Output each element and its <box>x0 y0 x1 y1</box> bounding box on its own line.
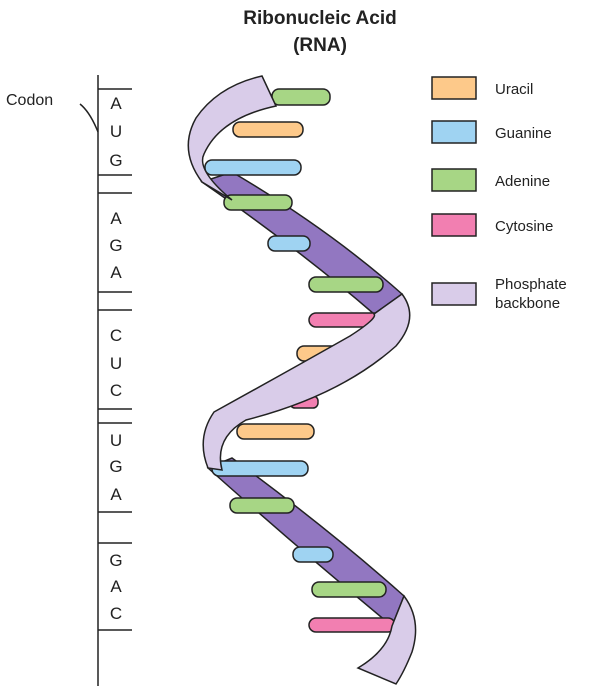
codon-letter: U <box>109 354 123 373</box>
adenine-base <box>308 276 384 293</box>
codon-pointer <box>79 103 99 133</box>
adenine-swatch <box>431 168 477 192</box>
guanine-base <box>292 546 334 563</box>
legend-label-phosphate: Phosphate <box>495 276 567 293</box>
cytosine-swatch <box>431 213 477 237</box>
uracil-swatch <box>431 76 477 100</box>
adenine-base <box>311 581 387 598</box>
codon-letter: U <box>109 431 123 450</box>
codon-letter: A <box>110 263 122 282</box>
legend-label-guanine: Guanine <box>495 125 552 142</box>
guanine-swatch <box>431 120 477 144</box>
codon-letter: C <box>109 381 123 400</box>
codon-ruler <box>79 75 132 686</box>
phosphate-backbone-swatch <box>431 282 477 306</box>
backbone-front-bottom <box>356 594 417 685</box>
legend-label-backbone: backbone <box>495 295 561 312</box>
legend-label-uracil: Uracil <box>495 81 534 98</box>
guanine-base <box>204 159 302 176</box>
uracil-base <box>232 121 304 138</box>
codon-letter: A <box>110 209 122 228</box>
codon-letter: A <box>110 577 122 596</box>
adenine-base <box>271 88 331 106</box>
adenine-base <box>229 497 295 514</box>
codon-letter: C <box>109 604 123 623</box>
codon-letter: U <box>109 122 123 141</box>
codon-letter: G <box>109 236 123 255</box>
uracil-base <box>236 423 315 440</box>
guanine-base <box>267 235 311 252</box>
legend-label-adenine: Adenine <box>495 173 551 190</box>
backbone-front <box>187 75 417 685</box>
backbone-back-lower <box>206 457 405 628</box>
guanine-base <box>211 460 309 477</box>
legend-label-cytosine: Cytosine <box>495 218 554 235</box>
backbone-front-middle <box>202 292 411 471</box>
diagram-subtitle: (RNA) <box>293 35 347 56</box>
codon-letter: G <box>109 151 123 170</box>
codon-letter: G <box>109 457 123 476</box>
codon-letter: G <box>109 551 123 570</box>
adenine-base <box>223 194 293 211</box>
diagram-title: Ribonucleic Acid <box>243 8 397 29</box>
legend-swatches <box>431 76 477 306</box>
codon-letter: A <box>110 94 122 113</box>
codon-letter: C <box>109 326 123 345</box>
cytosine-base <box>308 617 396 633</box>
backbone-front-top <box>187 75 278 201</box>
codon-letter: A <box>110 485 122 504</box>
codon-label: Codon <box>6 92 54 109</box>
